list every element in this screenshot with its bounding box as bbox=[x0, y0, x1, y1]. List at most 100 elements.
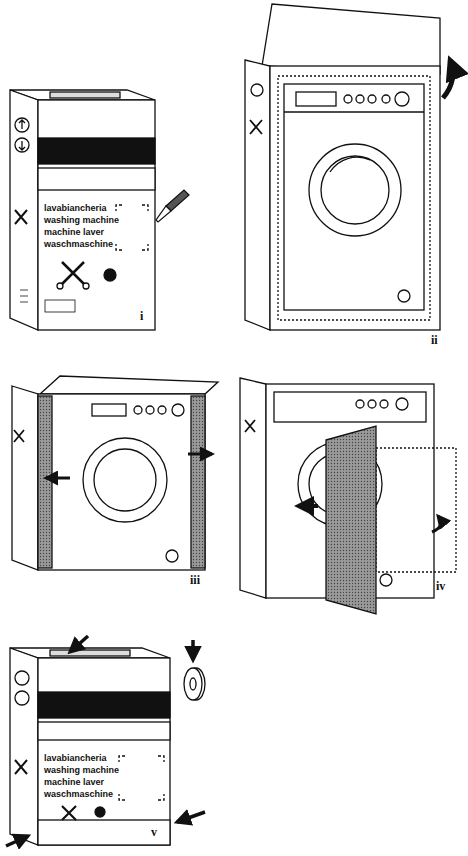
carton-text: waschmaschine bbox=[44, 240, 113, 249]
carton-i bbox=[116, 205, 148, 250]
carton-iii bbox=[12, 386, 38, 570]
carton-ii bbox=[278, 76, 430, 320]
carton-iii bbox=[83, 438, 167, 522]
pull-arrow bbox=[188, 453, 212, 456]
carton-i bbox=[19, 120, 25, 150]
carton-ii bbox=[245, 60, 270, 330]
knife bbox=[156, 206, 171, 222]
carton-v bbox=[95, 807, 105, 817]
carton-iii bbox=[12, 376, 218, 570]
carton-v bbox=[10, 648, 170, 845]
knife bbox=[156, 190, 189, 222]
carton-v bbox=[50, 650, 130, 656]
carton-iv bbox=[380, 574, 392, 586]
tape-arrows bbox=[70, 636, 88, 652]
step-number: v bbox=[151, 826, 157, 838]
carton-iii bbox=[134, 406, 142, 414]
carton-ii bbox=[270, 66, 440, 330]
swing-arrow bbox=[298, 504, 318, 508]
carton-ii bbox=[296, 92, 336, 106]
carton-text: lavabiancheria bbox=[44, 204, 107, 213]
carton-iv bbox=[356, 400, 364, 408]
carton-ii bbox=[284, 111, 424, 112]
tape-roll bbox=[190, 678, 196, 690]
tape-roll bbox=[184, 668, 202, 700]
carton-text: washing machine bbox=[44, 766, 119, 775]
carton-v bbox=[119, 756, 164, 800]
carton-i bbox=[38, 100, 155, 330]
carton-v bbox=[38, 658, 170, 845]
carton-v bbox=[38, 692, 170, 718]
step-number: iv bbox=[436, 580, 445, 592]
carton-iv bbox=[274, 392, 426, 422]
carton-ii bbox=[250, 120, 262, 134]
tape-arrows bbox=[6, 836, 28, 846]
carton-text: waschmaschine bbox=[44, 790, 113, 799]
carton-i bbox=[38, 168, 155, 190]
carton-v bbox=[10, 648, 38, 845]
step-number: iii bbox=[190, 574, 200, 586]
carton-text: washing machine bbox=[44, 216, 119, 225]
carton-ii bbox=[330, 157, 370, 172]
carton-v bbox=[38, 722, 170, 740]
carton-iv bbox=[245, 420, 255, 432]
carton-v bbox=[62, 806, 76, 820]
carton-iii bbox=[38, 396, 52, 568]
tape-arrows bbox=[6, 636, 205, 846]
carton-i bbox=[57, 283, 63, 289]
carton-ii bbox=[395, 92, 409, 106]
carton-i bbox=[20, 290, 28, 302]
carton-iii bbox=[172, 404, 184, 416]
carton-ii bbox=[251, 84, 263, 96]
tape-arrows bbox=[191, 640, 195, 660]
carton-iii bbox=[40, 376, 218, 394]
carton-ii bbox=[262, 4, 440, 74]
carton-iii bbox=[92, 404, 126, 416]
carton-ii bbox=[344, 95, 352, 103]
carton-i bbox=[50, 92, 120, 98]
tape-roll bbox=[184, 668, 205, 700]
carton-v bbox=[15, 671, 29, 685]
carton-ii bbox=[321, 156, 389, 224]
carton-iii bbox=[94, 449, 156, 511]
carton-ii bbox=[284, 84, 424, 310]
carton-iii bbox=[38, 394, 205, 570]
carton-ii bbox=[356, 95, 364, 103]
carton-v bbox=[15, 760, 27, 774]
carton-i bbox=[15, 210, 27, 224]
knife bbox=[166, 190, 189, 211]
carton-v bbox=[15, 691, 29, 705]
carton-iv bbox=[380, 400, 388, 408]
pull-arrow bbox=[46, 477, 70, 480]
carton-iv bbox=[376, 448, 456, 572]
carton-i bbox=[83, 283, 89, 289]
tape-arrows bbox=[177, 812, 205, 822]
carton-i bbox=[62, 262, 84, 284]
carton-ii bbox=[309, 144, 401, 236]
carton-iv bbox=[240, 378, 266, 598]
carton-iii bbox=[14, 430, 24, 442]
carton-i bbox=[10, 90, 155, 330]
step-number: i bbox=[140, 310, 143, 322]
carton-iii bbox=[166, 550, 178, 562]
carton-iv bbox=[240, 378, 456, 614]
swing-arrow bbox=[432, 516, 441, 532]
carton-text: machine laver bbox=[44, 778, 104, 787]
carton-text: lavabiancheria bbox=[44, 754, 107, 763]
carton-i bbox=[38, 138, 155, 164]
carton-ii bbox=[245, 4, 440, 330]
carton-text: machine laver bbox=[44, 228, 104, 237]
carton-v bbox=[38, 820, 170, 845]
carton-iii bbox=[146, 406, 154, 414]
turn-arrow bbox=[443, 60, 453, 98]
carton-ii bbox=[398, 290, 410, 302]
carton-ii bbox=[368, 95, 376, 103]
carton-i bbox=[104, 269, 116, 281]
carton-iv bbox=[396, 398, 408, 410]
carton-ii bbox=[382, 95, 390, 103]
carton-iv bbox=[368, 400, 376, 408]
carton-i bbox=[10, 90, 38, 330]
carton-iii bbox=[158, 406, 166, 414]
